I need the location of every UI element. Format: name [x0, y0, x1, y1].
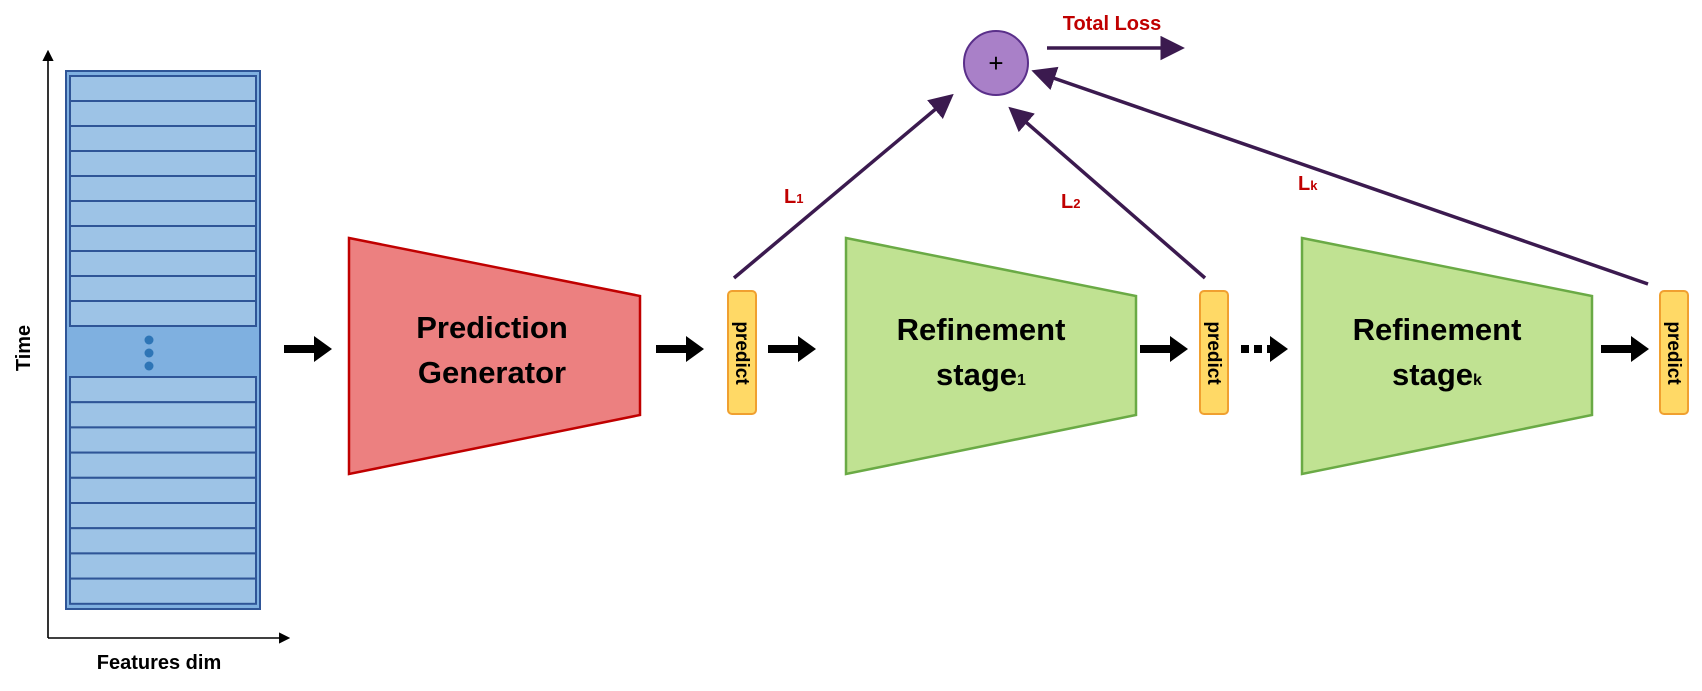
prediction-generator-shape — [347, 236, 642, 476]
matrix-row — [69, 527, 257, 555]
arrow-right-icon — [1601, 336, 1649, 362]
arrow-right-icon — [768, 336, 816, 362]
matrix-row — [69, 451, 257, 479]
refinement-stage-k-block: Refinement stagek — [1300, 236, 1594, 476]
refinement-stage-k-shape — [1300, 236, 1594, 476]
matrix-row — [69, 150, 257, 177]
matrix-row — [69, 502, 257, 530]
predict-box-1: predict — [727, 290, 757, 415]
loss-arrow-2 — [1008, 106, 1207, 280]
matrix-row — [69, 476, 257, 504]
arrow-right-icon — [284, 336, 332, 362]
matrix-row — [69, 426, 257, 454]
total-loss-label: Total Loss — [1063, 13, 1162, 35]
matrix-row — [69, 401, 257, 429]
refinement-stage-1-label-line2: stage1 — [936, 357, 1026, 392]
matrix-row — [69, 300, 257, 327]
prediction-generator-block: Prediction Generator — [347, 236, 642, 476]
matrix-rows-top — [69, 75, 257, 327]
predict-label: predict — [1203, 321, 1224, 385]
loss-label-k: Lk — [1298, 173, 1318, 195]
refinement-stage-k-label-line1: Refinement — [1353, 312, 1522, 347]
dotted-arrow-icon — [1241, 336, 1288, 362]
sum-circle — [963, 30, 1029, 96]
refinement-stage-1-label-line1: Refinement — [897, 312, 1066, 347]
prediction-generator-label-line1: Prediction — [416, 310, 568, 345]
predict-box-shape — [1659, 290, 1689, 415]
flow-arrows — [284, 336, 1649, 362]
predict-label: predict — [731, 321, 752, 385]
refinement-stage-k-label-line2: stagek — [1392, 357, 1482, 392]
matrix-row — [69, 75, 257, 102]
matrix-row — [69, 175, 257, 202]
ellipsis-icon — [144, 335, 154, 371]
matrix-row — [69, 250, 257, 277]
input-axes: Time Features dim — [13, 49, 291, 674]
matrix-row — [69, 376, 257, 404]
predict-box-shape — [727, 290, 757, 415]
loss-arrows — [732, 35, 1649, 286]
loss-arrow-k — [1031, 66, 1649, 286]
arrow-right-icon — [1140, 336, 1188, 362]
refinement-stage-1-block: Refinement stage1 — [844, 236, 1138, 476]
input-feature-matrix — [65, 70, 261, 610]
matrix-row — [69, 100, 257, 127]
matrix-row — [69, 577, 257, 605]
y-axis-label: Time — [13, 325, 35, 371]
matrix-rows-bottom — [69, 376, 257, 605]
loss-label-1: L1 — [784, 186, 803, 208]
arrow-right-icon — [656, 336, 704, 362]
predict-label: predict — [1663, 321, 1684, 385]
matrix-row — [69, 225, 257, 252]
refinement-stage-1-shape — [844, 236, 1138, 476]
predict-box-k: predict — [1659, 290, 1689, 415]
matrix-row — [69, 200, 257, 227]
matrix-row — [69, 552, 257, 580]
plus-icon: + — [988, 48, 1003, 78]
predict-box-shape — [1199, 290, 1229, 415]
predict-box-2: predict — [1199, 290, 1229, 415]
matrix-row — [69, 275, 257, 302]
loss-arrow-1 — [732, 93, 954, 280]
prediction-generator-label-line2: Generator — [418, 355, 566, 390]
sum-node: + — [963, 30, 1029, 96]
loss-label-2: L2 — [1061, 191, 1080, 213]
x-axis-label: Features dim — [97, 652, 221, 674]
matrix-row — [69, 125, 257, 152]
